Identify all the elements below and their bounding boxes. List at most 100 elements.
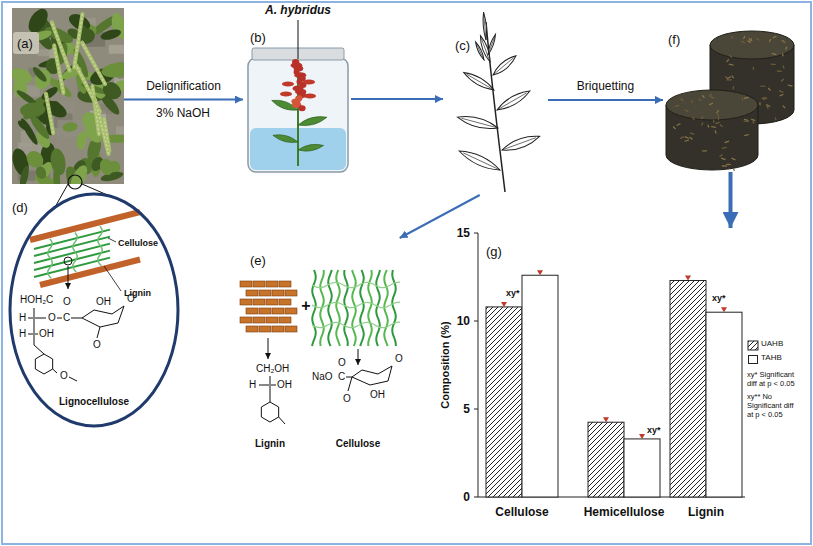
briquette-drawing [729,64,734,65]
briquette-drawing [743,36,744,39]
chem-label: HOH₂C [20,294,53,306]
panel-label: (f) [668,32,680,48]
axis-tick: 5 [463,402,470,416]
component-drawing [285,308,297,314]
panel-label: (d) [12,200,28,216]
component-drawing [266,281,278,287]
plant-photo [53,166,61,184]
briquette-drawing [702,150,707,151]
briquette-drawing [753,67,755,70]
plant-photo [74,14,82,67]
briquette-drawing [751,119,755,121]
plant-photo [116,126,124,134]
briquette-drawing [727,77,731,79]
plant-photo [101,61,124,79]
chem-label: NaO [312,371,333,383]
component-drawing [285,326,297,332]
briquette-drawing [701,116,703,119]
briquette-drawing [779,91,783,93]
briquette-drawing [715,122,719,124]
component-drawing [272,326,284,332]
plant-sketch [495,88,532,114]
briquette-drawing [710,96,714,98]
briquette-drawing [685,110,689,112]
bar-chart [474,233,758,497]
component-drawing [253,281,265,287]
briquette-drawing [783,106,786,109]
briquette-drawing [761,97,765,99]
component-drawing [246,290,258,296]
circle-outline [10,194,178,426]
component-drawing [376,270,380,346]
plant-photo [82,43,105,85]
plant-photo [19,101,46,118]
plant-sketch [488,36,495,55]
component-drawing [336,270,340,346]
component-drawing [279,317,291,323]
plant-photo [82,43,105,85]
plant-photo [23,148,46,171]
briquette-drawing [780,94,784,96]
briquette-drawing [741,41,745,43]
legend-note: xy* Significant diff at p < 0.05 [747,370,801,388]
plant-photo [54,45,63,93]
bar-chart [537,270,543,275]
panel-label: (g) [486,244,502,260]
category-label: Lignin [688,505,724,519]
fibre-structure [30,212,140,291]
briquette-drawing [690,133,694,134]
component-drawing [246,308,258,314]
component-drawing [246,326,258,332]
component-drawing [279,417,285,424]
component-drawing [268,338,269,359]
chemical-structure [69,377,77,381]
plant-sketch [500,132,541,154]
chemical-structure [34,345,44,354]
chem-label: OH [39,328,54,340]
component-drawing [344,270,347,346]
component-drawing [259,308,271,314]
briquette-drawing [732,75,734,78]
fibre-structure [68,266,69,289]
briquette-drawing [782,53,784,56]
briquette-drawing [721,158,725,160]
chem-label: C [63,312,70,324]
chemical-structure [28,334,33,335]
briquette-drawing [775,117,777,120]
process-arrow [351,98,443,100]
jar-drawing [297,143,324,153]
jar-drawing [282,82,294,87]
plant-photo [98,157,116,177]
briquette-drawing [718,117,720,120]
briquette-drawing [680,137,684,139]
plant-sketch [463,153,500,170]
briquette-drawing [756,38,759,41]
edge-label: Delignification [145,79,222,93]
component-label: Cellulose [118,238,158,249]
briquette-drawing [777,70,782,72]
briquette-drawing [783,66,784,69]
plant-photo [12,8,124,184]
plant-photo [74,14,82,67]
briquette-drawing [681,99,684,101]
plant-photo [13,32,39,54]
condition-label: 3% NaOH [156,106,210,120]
plant-photo [54,45,63,93]
legend-note: xy** No Significant diff at p < 0.05 [747,392,801,419]
briquette-drawing [675,105,680,106]
plant-sketch [497,93,527,110]
briquette-drawing [727,59,729,62]
bar-chart [670,281,706,497]
component-drawing [266,299,278,305]
component-drawing [360,270,364,346]
structure-caption: Lignin [255,438,285,450]
panel-label: (e) [250,253,266,269]
bar-chart [501,302,507,307]
plant-sketch [476,44,484,60]
plant-photo [75,131,87,150]
bar-chart [624,439,660,497]
chem-label: O [93,339,101,351]
